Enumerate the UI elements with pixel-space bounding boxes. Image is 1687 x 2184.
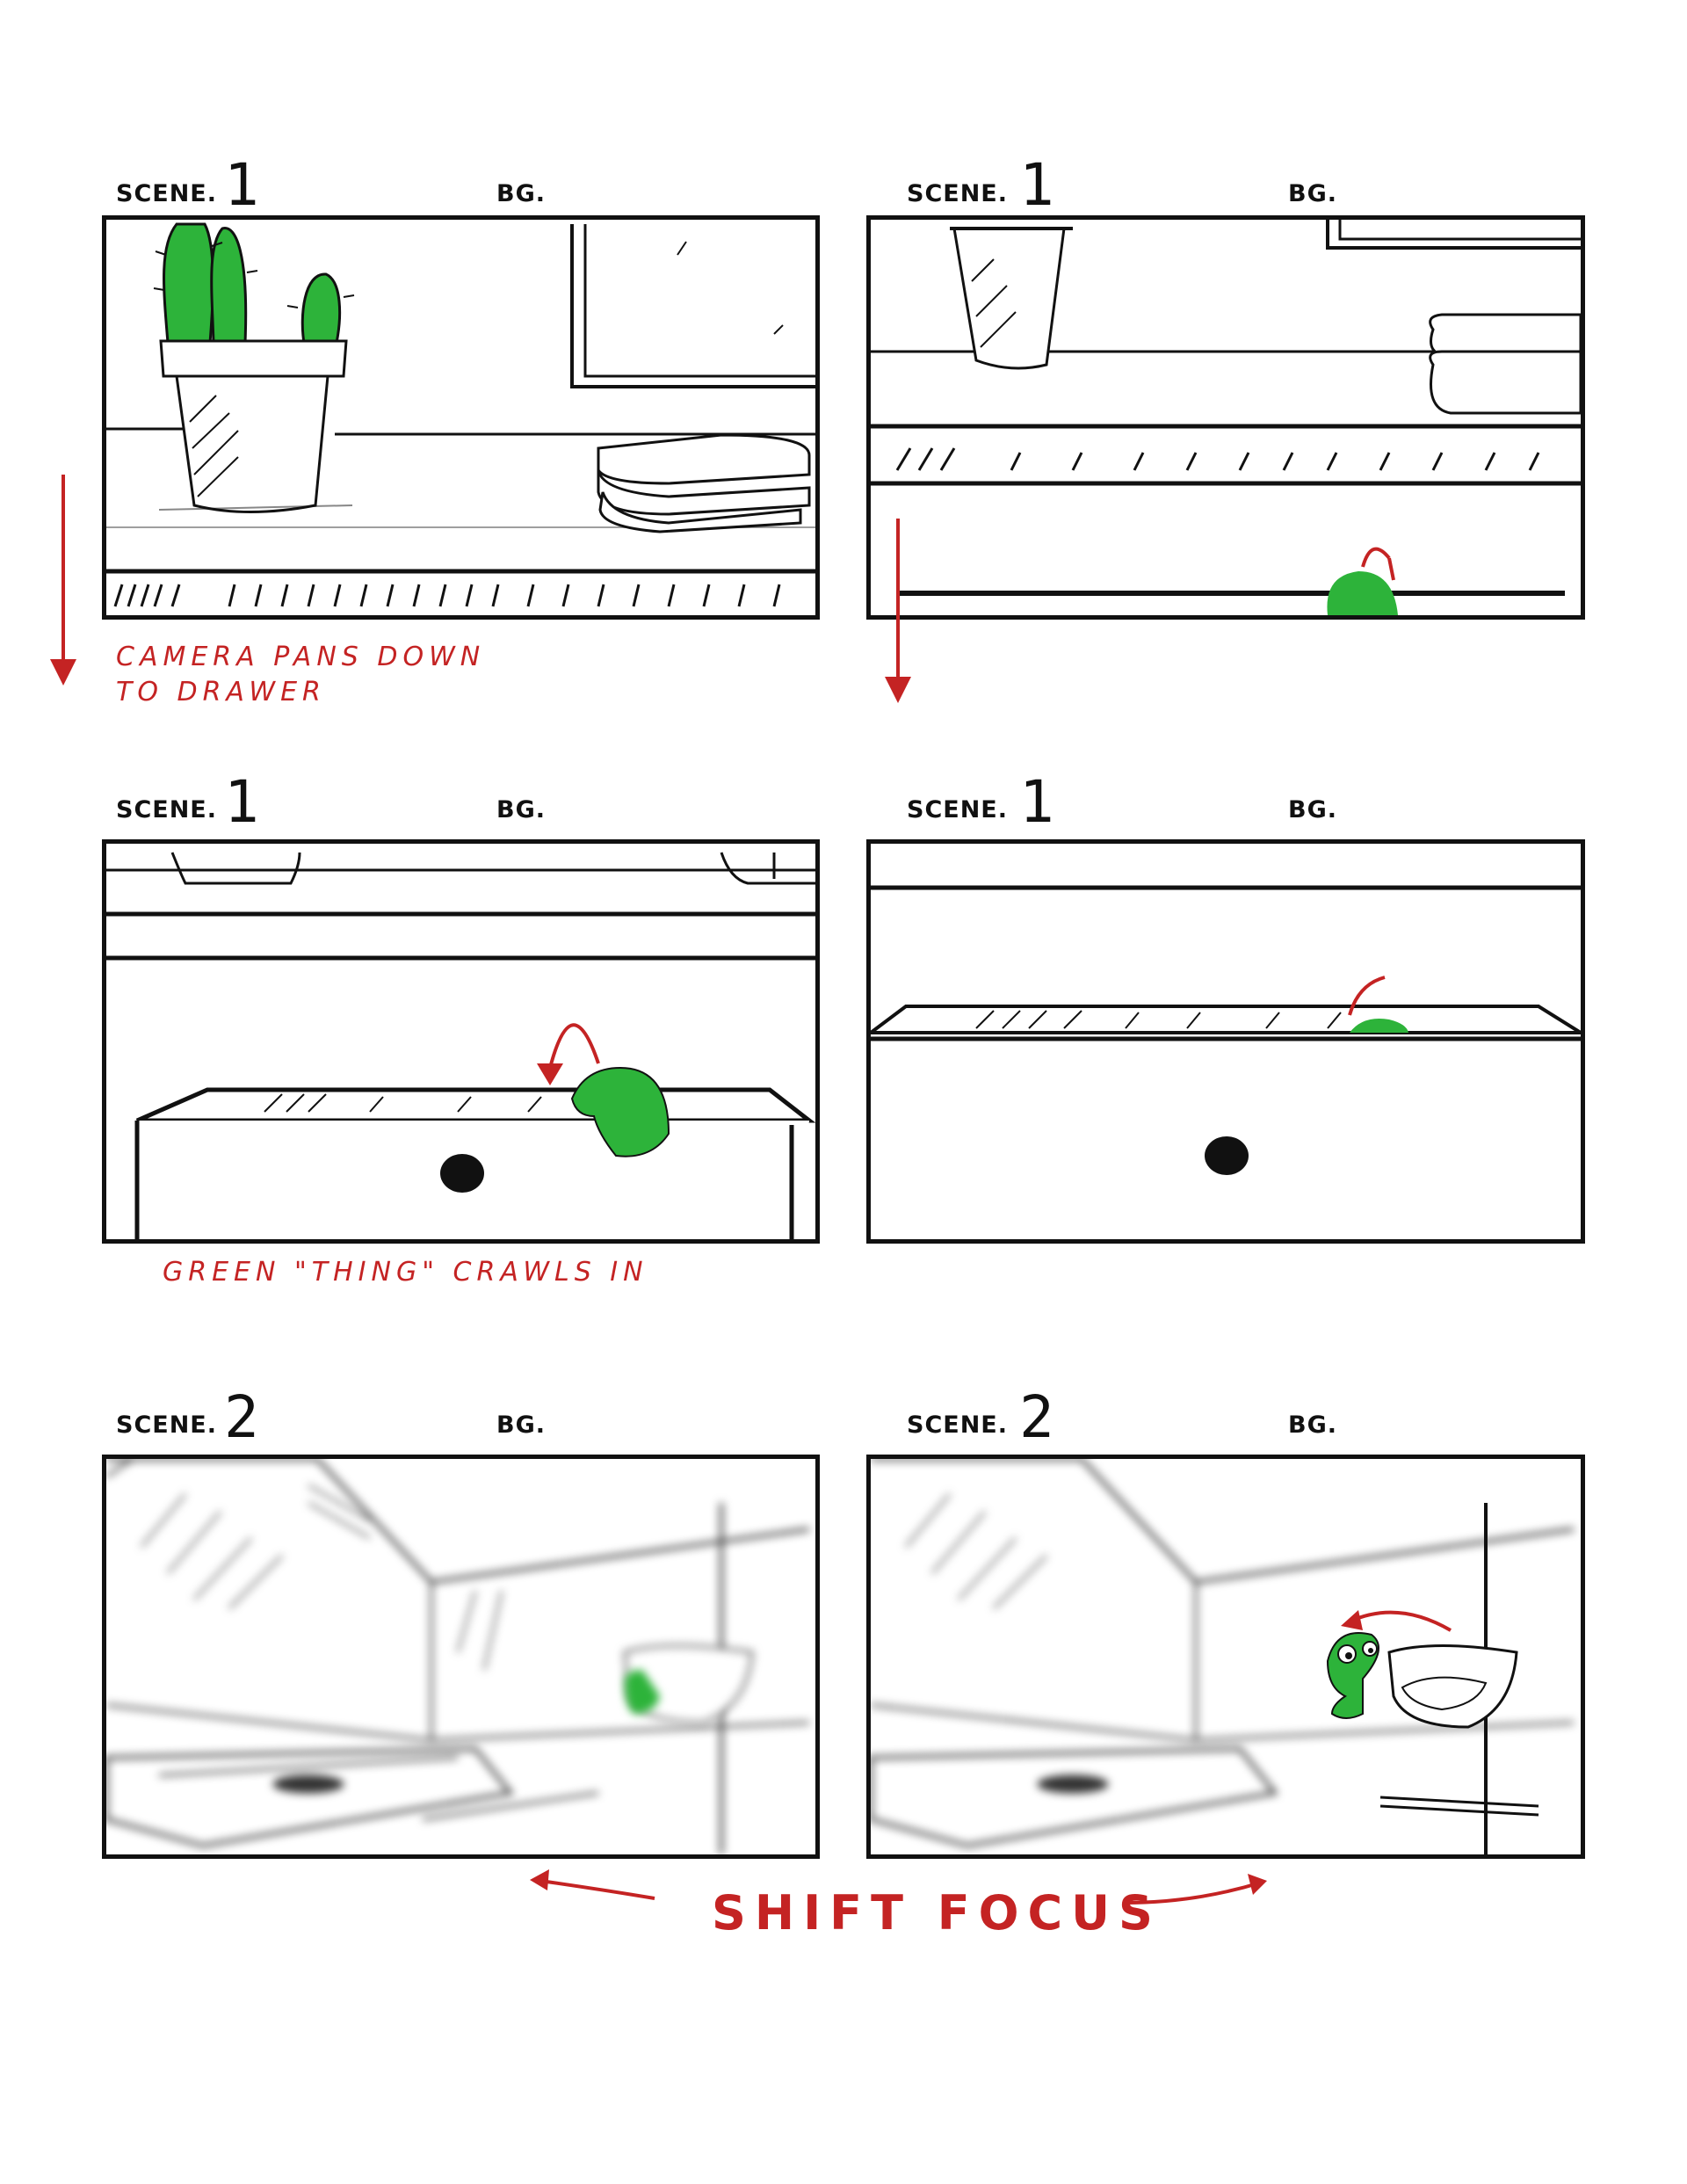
panel-6-drawing — [871, 1459, 1575, 1854]
camera-pans-note: CAMERA PANS DOWN — [116, 642, 486, 672]
scene-number: 2 — [1019, 1383, 1054, 1451]
scene-number: 1 — [224, 768, 259, 836]
panel-3-drawing — [106, 852, 815, 1239]
storyboard-panel-2 — [866, 215, 1585, 620]
scene-number: 1 — [224, 151, 259, 219]
storyboard-panel-5 — [102, 1455, 820, 1859]
scene-label: SCENE. — [907, 180, 1009, 207]
scene-number: 2 — [224, 1383, 259, 1451]
scene-label: SCENE. — [116, 180, 218, 207]
storyboard-panel-3 — [102, 839, 820, 1244]
arrow-right-icon — [1124, 1874, 1267, 1905]
scene-label: SCENE. — [116, 1411, 218, 1439]
scene-number: 1 — [1019, 151, 1054, 219]
bg-label: BG. — [1288, 796, 1337, 824]
green-thing-note: GREEN "THING" CRAWLS IN — [163, 1257, 648, 1288]
shift-focus-note: SHIFT FOCUS — [712, 1885, 1162, 1941]
scene-label: SCENE. — [907, 1411, 1009, 1439]
bg-label: BG. — [496, 180, 546, 207]
panel-2-drawing — [871, 220, 1581, 615]
storyboard-panel-1 — [102, 215, 820, 620]
scene-number: 1 — [1019, 768, 1054, 836]
scene-label: SCENE. — [907, 796, 1009, 824]
camera-pans-note-line2: TO DRAWER — [116, 677, 326, 707]
panel-5-drawing — [106, 1459, 810, 1854]
bg-label: BG. — [1288, 1411, 1337, 1439]
storyboard-panel-4 — [866, 839, 1585, 1244]
arrow-down-icon — [50, 475, 76, 686]
bg-label: BG. — [496, 1411, 546, 1439]
arrow-left-icon — [530, 1869, 655, 1900]
arrow-down-icon — [885, 519, 911, 703]
scene-label: SCENE. — [116, 796, 218, 824]
bg-label: BG. — [496, 796, 546, 824]
storyboard-panel-6 — [866, 1455, 1585, 1859]
panel-1-drawing — [106, 222, 815, 607]
bg-label: BG. — [1288, 180, 1337, 207]
panel-4-drawing — [871, 885, 1581, 1175]
